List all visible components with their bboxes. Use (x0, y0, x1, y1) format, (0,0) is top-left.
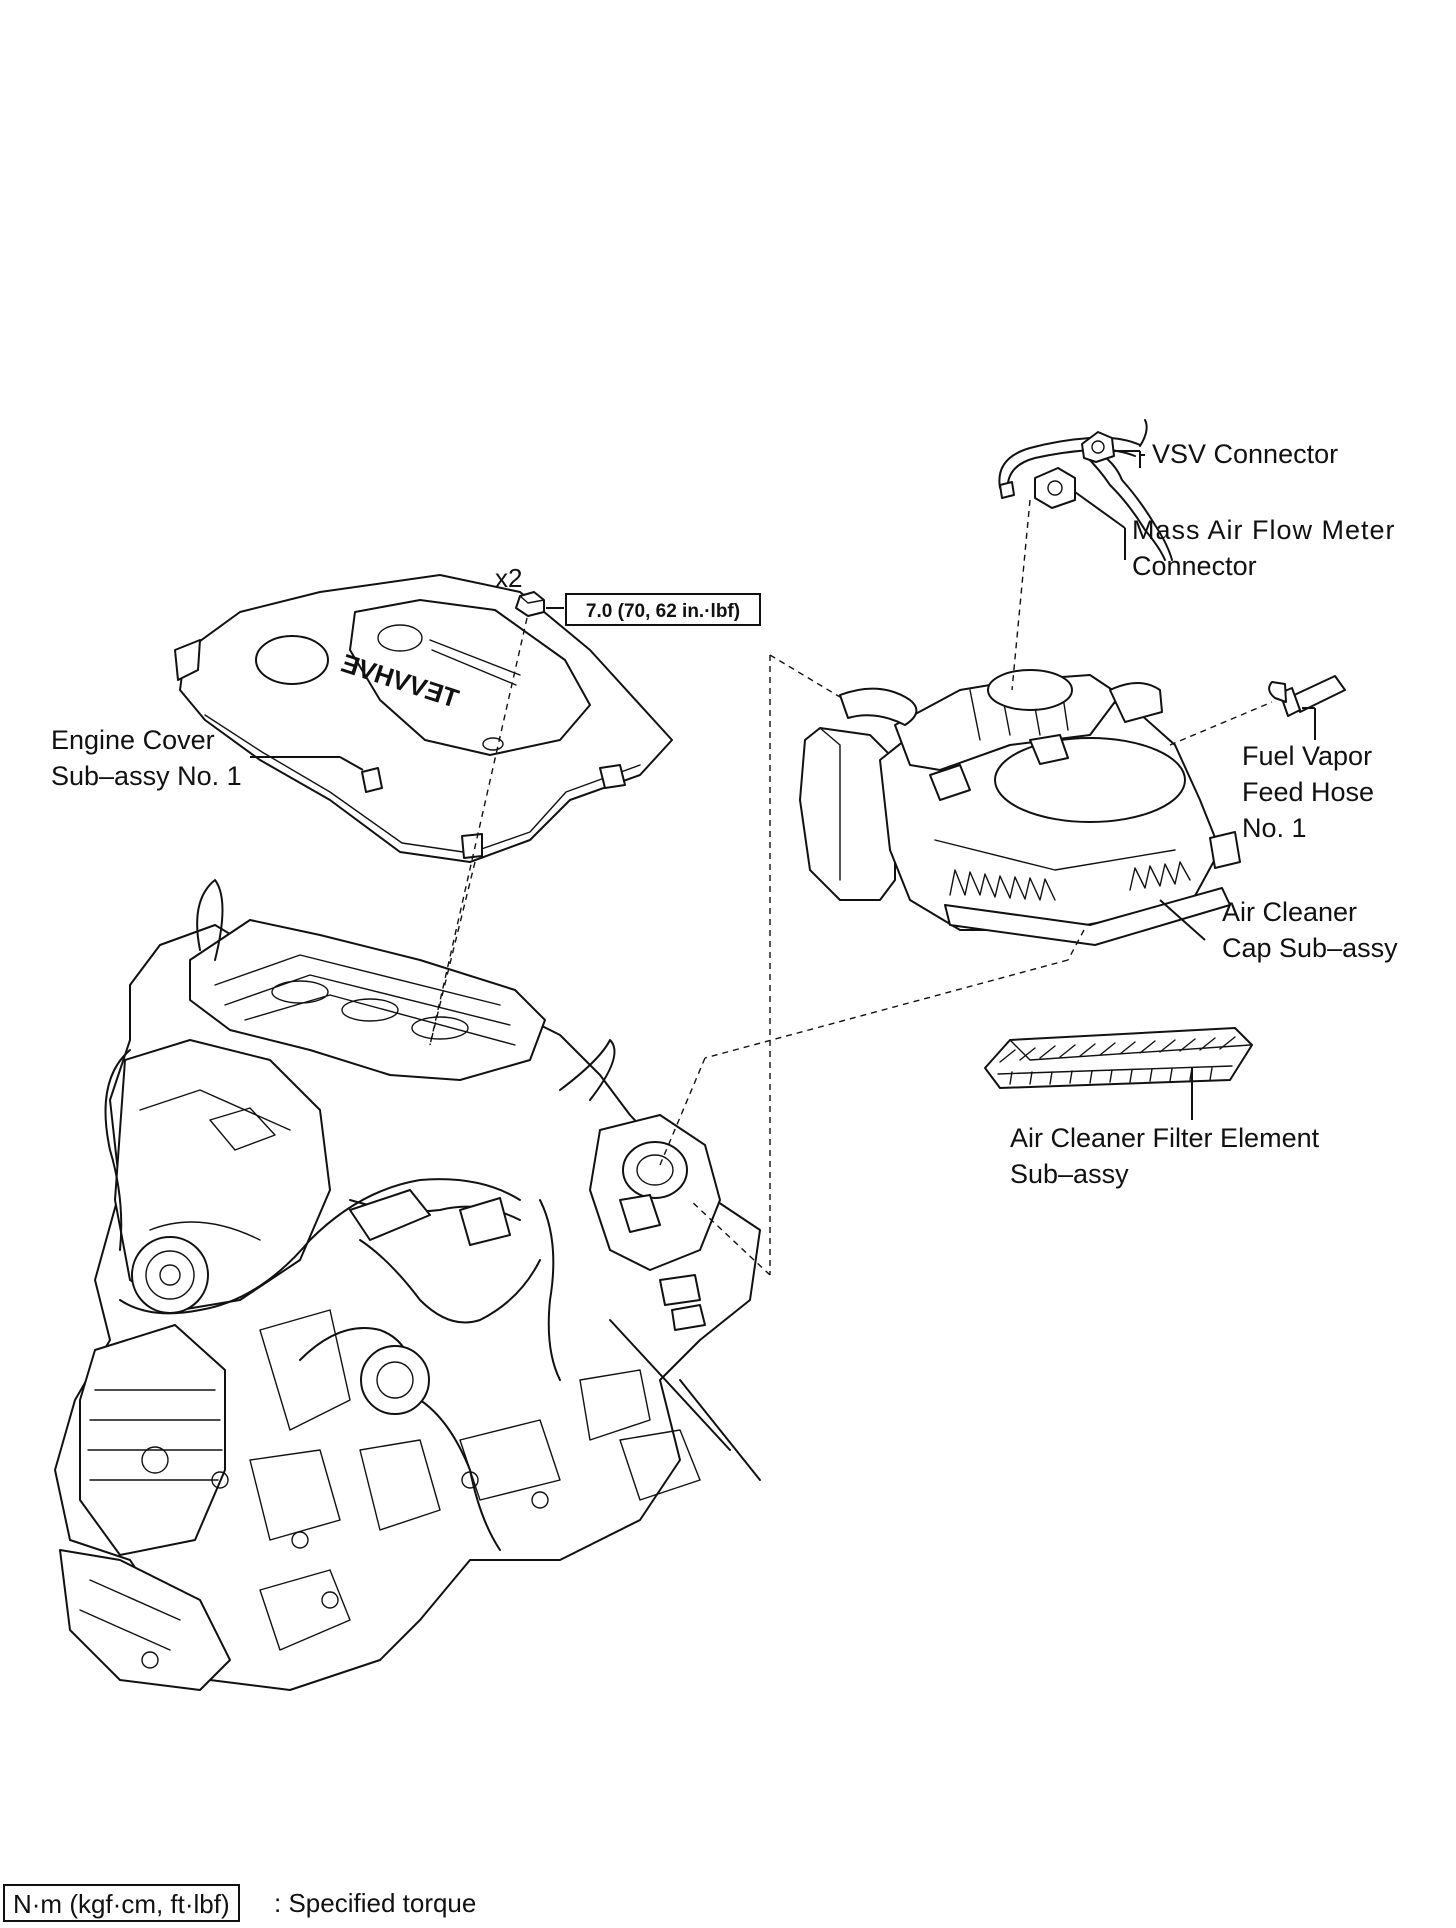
air-cleaner-filter-element (984, 1027, 1253, 1089)
fastener-quantity: x2 (495, 563, 523, 593)
label-fuel-vapor-line1: Fuel Vapor (1242, 741, 1373, 771)
leader-lines (250, 450, 1316, 1120)
label-maf-connector-line2: Connector (1132, 551, 1257, 581)
label-filter-element-line2: Sub–assy (1010, 1159, 1129, 1189)
torque-spec-box: 7.0 (70, 62 in.·lbf) (565, 593, 761, 626)
fuel-vapor-hose (1268, 675, 1346, 717)
engine-cover: TEVVHVE (174, 574, 673, 863)
label-air-cleaner-cap-line1: Air Cleaner (1222, 897, 1358, 927)
air-cleaner-cap-assembly (799, 669, 1241, 946)
label-maf-connector-line1: Mass Air Flow Meter (1132, 515, 1396, 545)
alignment-lines (429, 499, 1273, 1276)
label-vsv-connector: VSV Connector (1152, 439, 1339, 469)
label-engine-cover-line2: Sub–assy No. 1 (51, 761, 242, 791)
label-fuel-vapor-line2: Feed Hose (1242, 777, 1375, 807)
label-engine-cover-line1: Engine Cover (51, 725, 215, 755)
vsv-maf-harness (998, 419, 1173, 561)
label-fuel-vapor-line3: No. 1 (1242, 813, 1307, 843)
torque-units-legend-box: N·m (kgf·cm, ft·lbf) (3, 1884, 240, 1922)
torque-legend-text: : Specified torque (274, 1888, 477, 1918)
cover-nut (515, 591, 545, 617)
label-air-cleaner-cap-line2: Cap Sub–assy (1222, 933, 1398, 963)
engine-assembly (54, 879, 761, 1691)
label-filter-element-line1: Air Cleaner Filter Element (1010, 1123, 1320, 1153)
